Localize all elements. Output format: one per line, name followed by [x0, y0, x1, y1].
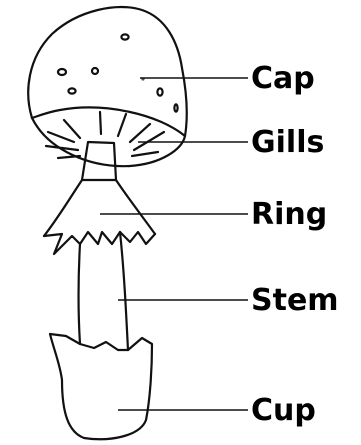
cap-label: Cap — [251, 61, 315, 96]
cup-label: Cup — [251, 393, 316, 428]
mushroom-cup — [50, 334, 152, 439]
stem-label: Stem — [251, 283, 339, 318]
mushroom-cap — [28, 7, 186, 136]
mushroom-stem — [79, 232, 129, 350]
ring-label: Ring — [251, 197, 327, 232]
mushroom-gills — [32, 112, 185, 166]
gills-label: Gills — [251, 125, 324, 160]
